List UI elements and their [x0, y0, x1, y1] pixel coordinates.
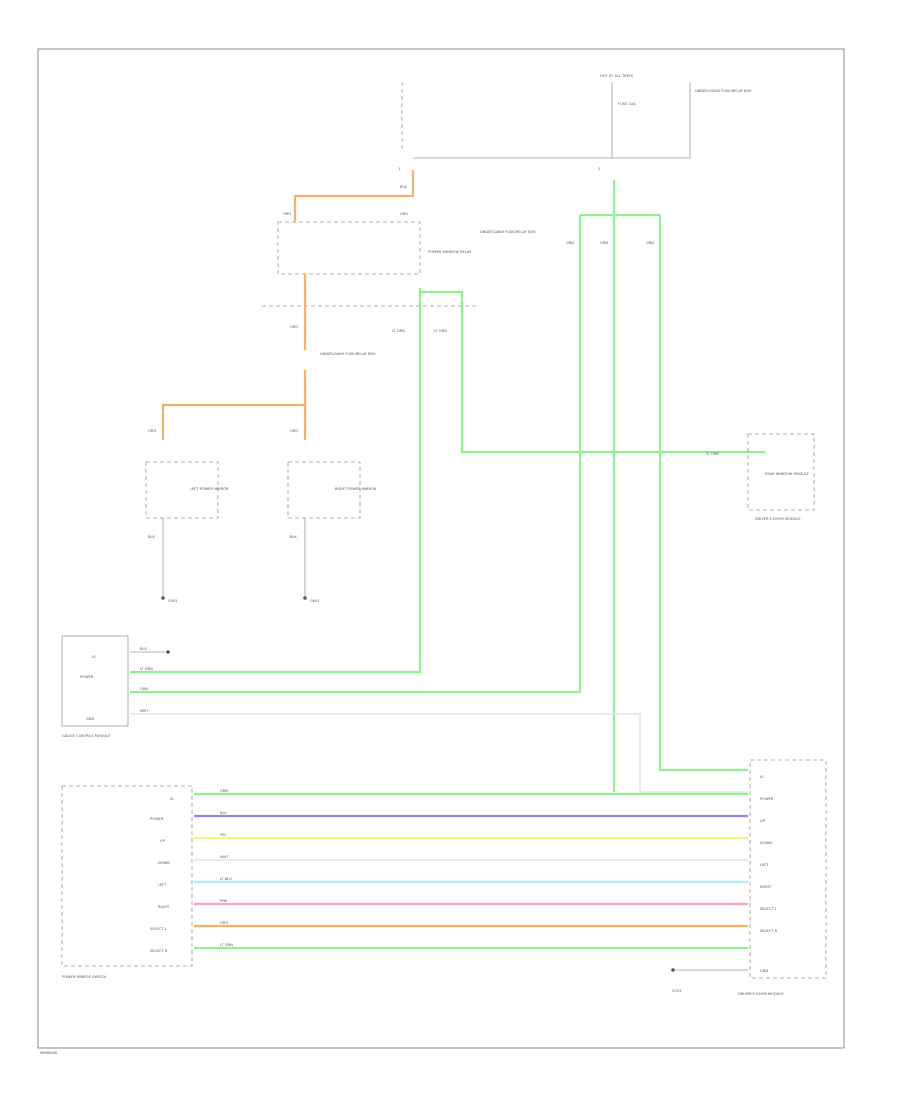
wire-green-relay-rear — [420, 290, 765, 454]
right-pin-lt: LEFT — [760, 863, 769, 867]
right-pin-sel-r: SELECT R — [760, 929, 778, 933]
rear-ground-label: G701 — [672, 989, 682, 993]
cluster-pin-power: POWER — [80, 675, 94, 679]
wire-green-relay-cluster — [130, 288, 422, 674]
wire-green-cluster-2 — [130, 215, 582, 694]
wire-orange-split — [161, 370, 307, 440]
switch-pin-up: UP — [160, 839, 166, 843]
right-mirror-block — [287, 461, 361, 519]
right-pin-rt: RIGHT — [760, 885, 772, 889]
switch-pin-ig: IG — [170, 797, 174, 801]
rear-ground-dot — [671, 968, 675, 972]
harness-label-5: LT BLU — [220, 877, 232, 881]
cluster-wire-blk: BLK — [140, 647, 147, 651]
harness-label-3: YEL — [220, 833, 226, 837]
wire-org-4: ORG — [148, 429, 156, 433]
relay-label: POWER WINDOW RELAY — [428, 250, 472, 254]
switch-pin-power: POWER — [150, 817, 164, 821]
right-connector-block — [749, 759, 827, 979]
harness-label-6: PNK — [220, 899, 228, 903]
cluster-block — [61, 635, 129, 727]
mirror-switch-label: POWER MIRROR SWITCH — [62, 975, 106, 979]
left-ground-dot — [161, 596, 165, 600]
rear-module-label: REAR WINDOW MODULE — [765, 472, 810, 476]
relay-block — [277, 221, 421, 275]
right-pin-dn: DOWN — [760, 841, 772, 845]
wire-lt-grn-2: LT GRN — [434, 329, 447, 333]
left-ground-label: G501 — [168, 599, 178, 603]
right-module-label: DRIVER'S DOOR MODULE — [738, 992, 784, 996]
right-mirror-label: RIGHT POWER MIRROR — [335, 487, 377, 491]
harness-label-7: ORG — [220, 921, 228, 925]
wire-org-2: ORG — [400, 212, 408, 216]
under-dash-label: UNDER-DASH FUSE/RELAY BOX — [480, 230, 536, 234]
wire-grn-c: GRN — [646, 241, 654, 245]
switch-pin-lt: LEFT — [158, 883, 167, 887]
cluster-wire-lt-grn: LT GRN — [140, 667, 153, 671]
wire-org-5: ORG — [290, 429, 298, 433]
right-pin-ig: IG — [760, 775, 764, 779]
top-bus — [413, 82, 691, 159]
right-mirror-wire: BLK — [290, 535, 297, 539]
page-code: W000000 — [40, 1051, 58, 1055]
wire-blk-1: BLK — [400, 185, 407, 189]
left-mirror-label: LEFT POWER MIRROR — [190, 487, 229, 491]
wire-orange-relay — [293, 170, 415, 222]
switch-pin-rt: RIGHT — [158, 905, 170, 909]
wire-org-3: ORG — [290, 325, 298, 329]
harness-label-4: WHT — [220, 855, 229, 859]
wire-grn-b: GRN — [600, 241, 608, 245]
harness-label-8: LT GRN — [220, 943, 233, 947]
under-dash-label-2: UNDER-DASH FUSE/RELAY BOX — [320, 352, 376, 356]
right-ground-dot — [303, 596, 307, 600]
cluster-pin-ig: IG — [92, 655, 96, 659]
harness-label-1: GRN — [220, 789, 228, 793]
cluster-ground-dot — [166, 650, 170, 654]
left-mirror-wire: BLK — [148, 535, 155, 539]
mirror-switch-block — [61, 785, 193, 967]
rear-module-block — [747, 433, 815, 511]
right-pin-sel-l: SELECT L — [760, 907, 777, 911]
left-mirror-block — [145, 461, 219, 519]
wire-lt-grn-3: LT GRN — [706, 452, 719, 456]
right-ground-label: G601 — [310, 599, 320, 603]
switch-pin-dn: DOWN — [158, 861, 170, 865]
right-pin-power: POWER — [760, 797, 774, 801]
wire-white-cluster — [130, 713, 748, 793]
wire-lt-grn-1: LT GRN — [392, 329, 405, 333]
fuse-label: FUSE 10A — [618, 102, 636, 106]
cluster-wire-grn: GRN — [140, 687, 148, 691]
harness-label-2: BLU — [220, 811, 227, 815]
cluster-label: GAUGE CONTROL MODULE — [62, 734, 111, 738]
cluster-wire-wht: WHT — [140, 709, 149, 713]
right-pin-gnd: GND — [760, 969, 768, 973]
right-pin-up: UP — [760, 819, 766, 823]
switch-pin-sel-l: SELECT L — [150, 927, 167, 931]
top-left-term: 1 — [398, 167, 400, 171]
diagram-frame — [37, 48, 845, 1049]
connector-right-label: DRIVER'S DOOR MODULE — [755, 517, 801, 521]
wire-green-right-module — [658, 215, 748, 772]
underhood-box-label: UNDER-HOOD FUSE/RELAY BOX — [695, 89, 752, 93]
cluster-pin-gnd: GND — [86, 717, 94, 721]
wire-grn-a: GRN — [566, 241, 574, 245]
switch-pin-sel-r: SELECT R — [150, 949, 168, 953]
top-right-term: 2 — [598, 167, 600, 171]
hot-label: HOT AT ALL TIMES — [600, 74, 634, 78]
wire-org-1: ORG — [283, 212, 291, 216]
